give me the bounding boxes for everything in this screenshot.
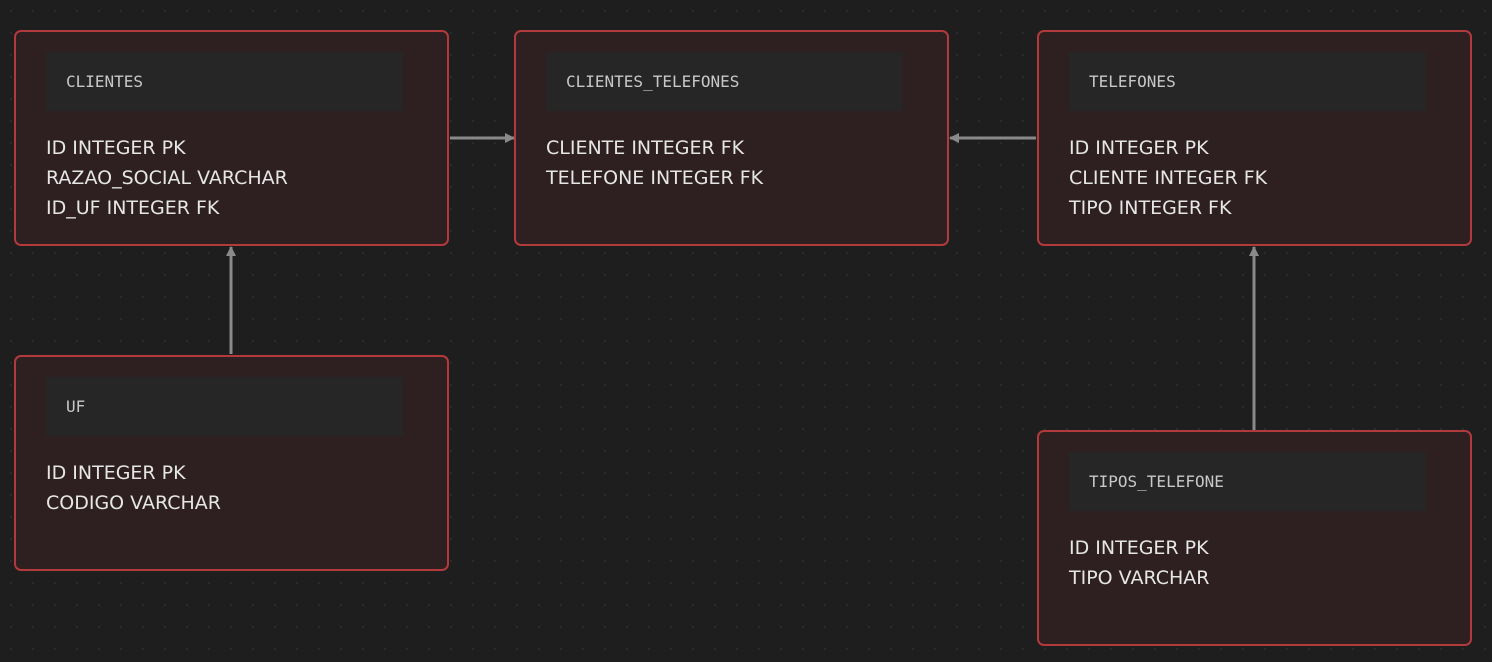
entity-clientes-telefones[interactable]: CLIENTES_TELEFONES CLIENTE INTEGER FK TE… [514, 30, 949, 246]
entity-field-list: ID INTEGER PK CLIENTE INTEGER FK TIPO IN… [1069, 133, 1267, 223]
entity-field: ID_UF INTEGER FK [46, 197, 220, 219]
entity-field: RAZAO_SOCIAL VARCHAR [46, 167, 288, 189]
entity-field-list: ID INTEGER PK CODIGO VARCHAR [46, 458, 221, 518]
entity-field: TIPO VARCHAR [1069, 567, 1210, 589]
entity-name: CLIENTES [66, 72, 144, 91]
entity-header: UF [46, 377, 403, 436]
entity-telefones[interactable]: TELEFONES ID INTEGER PK CLIENTE INTEGER … [1037, 30, 1472, 246]
entity-field: CODIGO VARCHAR [46, 492, 221, 514]
entity-field: TELEFONE INTEGER FK [546, 167, 764, 189]
entity-field: CLIENTE INTEGER FK [546, 137, 745, 159]
entity-field: ID INTEGER PK [46, 462, 186, 484]
entity-tipos-telefone[interactable]: TIPOS_TELEFONE ID INTEGER PK TIPO VARCHA… [1037, 430, 1472, 646]
entity-uf[interactable]: UF ID INTEGER PK CODIGO VARCHAR [14, 355, 449, 571]
entity-field: ID INTEGER PK [1069, 537, 1209, 559]
entity-field: CLIENTE INTEGER FK [1069, 167, 1268, 189]
entity-clientes[interactable]: CLIENTES ID INTEGER PK RAZAO_SOCIAL VARC… [14, 30, 449, 246]
entity-header: CLIENTES [46, 52, 403, 111]
entity-name: CLIENTES_TELEFONES [566, 72, 740, 91]
entity-header: TIPOS_TELEFONE [1069, 452, 1426, 511]
entity-header: CLIENTES_TELEFONES [546, 52, 903, 111]
entity-field-list: CLIENTE INTEGER FK TELEFONE INTEGER FK [546, 133, 763, 193]
entity-field: TIPO INTEGER FK [1069, 197, 1232, 219]
entity-name: TELEFONES [1089, 72, 1176, 91]
entity-header: TELEFONES [1069, 52, 1426, 111]
entity-field: ID INTEGER PK [1069, 137, 1209, 159]
entity-field-list: ID INTEGER PK TIPO VARCHAR [1069, 533, 1209, 593]
entity-name: TIPOS_TELEFONE [1089, 472, 1224, 491]
entity-field-list: ID INTEGER PK RAZAO_SOCIAL VARCHAR ID_UF… [46, 133, 288, 223]
entity-field: ID INTEGER PK [46, 137, 186, 159]
entity-name: UF [66, 397, 86, 416]
